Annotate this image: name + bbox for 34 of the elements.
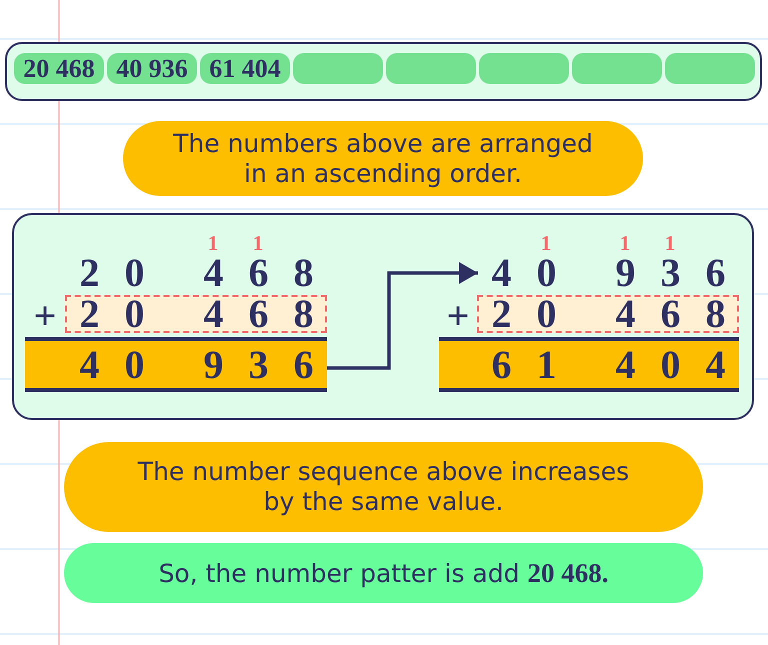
addend-number: 4 0 9 3 6: [478, 256, 733, 290]
sum-band: [25, 337, 327, 392]
note-text: The number sequence above increases by the same value.: [136, 457, 630, 517]
plus-sign: +: [32, 299, 58, 333]
number-strip: [5, 42, 762, 101]
carry-digit: 1: [252, 232, 264, 254]
sequence-number: 20 468: [23, 54, 95, 83]
sequence-number: 61 404: [209, 54, 281, 83]
addend-number: 2 0 4 6 8: [490, 297, 726, 331]
number-pill: [107, 53, 197, 84]
sum-band: [439, 337, 739, 392]
note-text: The numbers above are arranged in an ascending order.: [172, 128, 594, 188]
empty-pill: [479, 53, 569, 84]
carry-digit: 1: [618, 232, 632, 254]
addend-number: 2 0 4 6 8: [78, 256, 314, 290]
number-pill: [14, 53, 104, 84]
empty-pill: [386, 53, 476, 84]
carry-digit: 1: [206, 232, 220, 254]
empty-pill: [293, 53, 383, 84]
empty-pill: [572, 53, 662, 84]
addition-panel: [12, 213, 754, 420]
addend-number: 2 0 4 6 8: [78, 297, 314, 331]
plus-sign: +: [446, 299, 470, 333]
number-pill: [200, 53, 290, 84]
dashed-highlight-box: [65, 295, 327, 333]
sum-number: 6 1 4 0 4: [490, 348, 726, 382]
conclusion-text: So, the number patter is add 20 468.: [158, 558, 608, 588]
elbow-arrow: [327, 262, 478, 370]
sum-number: 4 0 9 3 6: [78, 348, 314, 382]
empty-pill: [665, 53, 755, 84]
sequence-number: 40 936: [116, 54, 188, 83]
carry-digit: 1: [664, 232, 676, 254]
carry-digit: 1: [540, 232, 552, 254]
dashed-highlight-box: [477, 295, 739, 333]
